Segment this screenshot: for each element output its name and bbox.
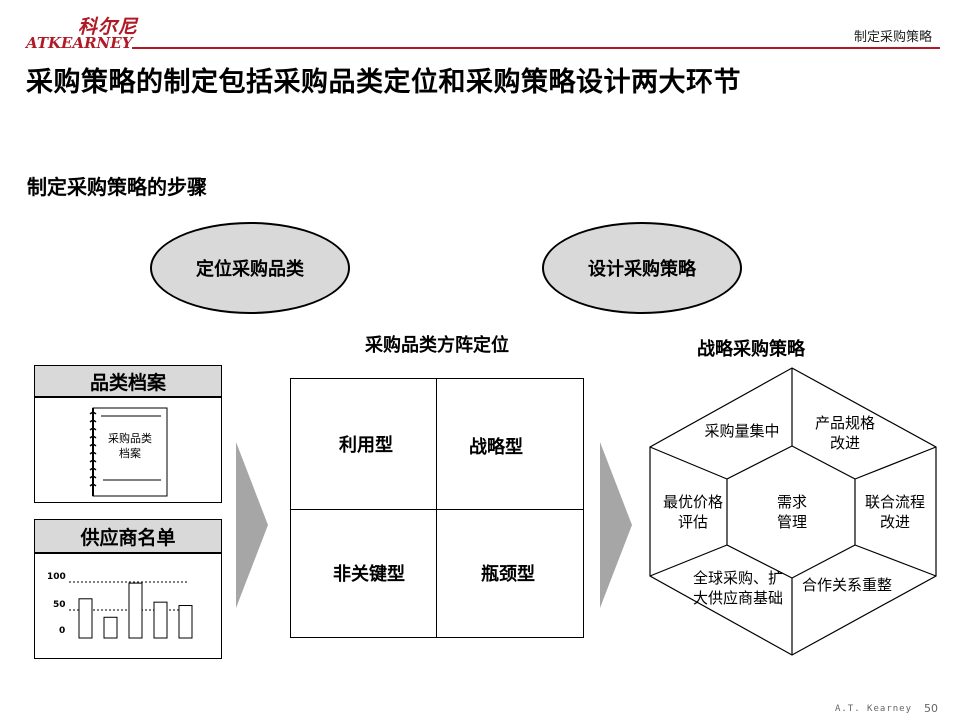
supplier-list-panel: 100 50 0 (34, 553, 222, 659)
category-profile-header: 品类档案 (34, 365, 222, 397)
hexagon-segment-spec-improvement: 产品规格 改进 (814, 414, 875, 452)
tick-100: 100 (47, 572, 66, 582)
page-subtitle: 制定采购策略的步骤 (27, 175, 207, 199)
step-label: 设计采购策略 (588, 259, 696, 280)
step-ellipse-define-category: 定位采购品类 (150, 222, 350, 314)
hexagon-center-label: 需求 管理 (776, 493, 807, 531)
header-rule (132, 47, 940, 49)
supplier-bar (128, 582, 143, 639)
step-ellipse-design-strategy: 设计采购策略 (542, 222, 742, 314)
positioning-matrix: 利用型 战略型 非关键型 瓶颈型 (290, 378, 584, 638)
supplier-bar (78, 598, 93, 639)
arrow-right-icon (600, 442, 632, 608)
category-profile-panel: 采购品类 档案 (34, 397, 222, 503)
matrix-heading: 采购品类方阵定位 (365, 335, 509, 356)
supplier-bar (153, 601, 168, 639)
logo-english: ATKEARNEY (26, 34, 133, 52)
logo-chinese: 科尔尼 (78, 16, 139, 38)
matrix-cell-leverage: 利用型 (339, 435, 393, 456)
supplier-bar (103, 616, 118, 639)
matrix-cell-bottleneck: 瓶颈型 (481, 564, 535, 585)
hexagon-heading: 战略采购策略 (697, 339, 805, 360)
strategy-hexagon (649, 367, 937, 656)
hexagon-segment-relationship: 合作关系重整 (801, 576, 892, 594)
arrow-right-icon (236, 442, 268, 608)
page-number: 50 (924, 702, 938, 715)
page-title: 采购策略的制定包括采购品类定位和采购策略设计两大环节 (26, 67, 741, 98)
document-icon (89, 407, 168, 497)
hexagon-segment-best-price: 最优价格 评估 (662, 493, 723, 531)
footer-brand: A.T. Kearney (834, 704, 912, 714)
document-label: 采购品类 档案 (108, 432, 152, 460)
step-label: 定位采购品类 (196, 259, 304, 280)
supplier-list-header: 供应商名单 (34, 519, 222, 553)
section-label: 制定采购策略 (853, 30, 932, 45)
tick-50: 50 (53, 600, 66, 610)
tick-0: 0 (59, 626, 66, 636)
matrix-cell-noncritical: 非关键型 (333, 564, 405, 585)
matrix-vertical-divider (436, 379, 437, 637)
matrix-horizontal-divider (291, 509, 583, 510)
hexagon-segment-joint-process: 联合流程 改进 (864, 493, 925, 531)
matrix-cell-strategic: 战略型 (469, 437, 523, 458)
hexagon-segment-volume-concentration: 采购量集中 (704, 422, 780, 440)
supplier-bar (178, 605, 193, 639)
supplier-bar-chart (69, 581, 193, 639)
hexagon-segment-global-sourcing: 全球采购、扩 大供应商基础 (692, 569, 783, 607)
